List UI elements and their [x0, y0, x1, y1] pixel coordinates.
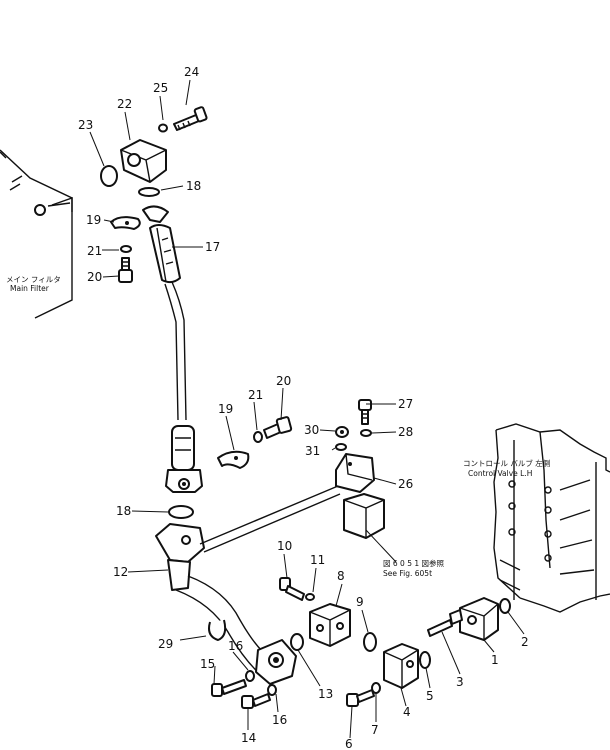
part-15-bolt: [211, 679, 247, 697]
callout-25: 25: [153, 81, 168, 95]
main-filter-label-jp: メイン フィルタ: [6, 275, 61, 284]
part-21-washer-upper: [120, 245, 132, 253]
part-18-o-ring-lower: [168, 505, 194, 519]
see-fig-label: See Fig. 605t: [383, 569, 432, 578]
part-5-o-ring: [419, 651, 431, 669]
callout-19-lower: 19: [218, 402, 233, 416]
callout-14: 14: [241, 731, 256, 745]
part-19-clamp-upper: [110, 216, 141, 230]
callout-29: 29: [158, 637, 173, 651]
see-fig-label-jp: 図 6 0 5 1 図参照: [383, 558, 445, 568]
callout-2: 2: [521, 635, 529, 649]
callout-31: 31: [305, 444, 320, 458]
part-8-flange-block: [309, 603, 351, 647]
callout-18-lower: 18: [116, 504, 131, 518]
callout-6: 6: [345, 737, 353, 750]
control-valve: [493, 423, 610, 613]
part-11-washer: [305, 593, 315, 601]
part-20-bolt-upper: [118, 257, 133, 283]
control-valve-label: Control Valve L.H: [468, 469, 532, 478]
callout-28: 28: [398, 425, 413, 439]
callout-3: 3: [456, 675, 464, 689]
callout-26: 26: [398, 477, 413, 491]
part-24-bolt: [173, 106, 208, 131]
callout-27: 27: [398, 397, 413, 411]
part-22-flange: [120, 139, 167, 183]
callout-12: 12: [113, 565, 128, 579]
callout-13: 13: [318, 687, 333, 701]
part-26-bracket: [335, 453, 385, 539]
part-19-clamp-lower: [217, 450, 250, 469]
part-3-bolt: [427, 609, 463, 637]
callout-22: 22: [117, 97, 132, 111]
part-1-flange: [459, 597, 499, 641]
callout-9: 9: [356, 595, 364, 609]
part-25-washer: [158, 123, 168, 133]
callout-21-lower: 21: [248, 388, 263, 402]
part-16-washer-a: [245, 670, 255, 682]
callout-30: 30: [304, 423, 319, 437]
callout-8: 8: [337, 569, 345, 583]
callout-numbers: 24 25 22 23 18 19 21 20 17 19 21 20 18 1…: [78, 65, 529, 750]
part-13-o-ring: [290, 633, 304, 651]
callout-20-lower: 20: [276, 374, 291, 388]
part-9-o-ring: [363, 632, 377, 652]
part-30-nut: [335, 426, 349, 438]
part-18-o-ring-upper: [138, 187, 160, 197]
part-31-washer: [335, 443, 347, 451]
callout-21-upper: 21: [87, 244, 102, 258]
callout-10: 10: [277, 539, 292, 553]
part-4-flange-block: [383, 643, 419, 689]
part-20-bolt-lower: [263, 416, 293, 439]
callout-16-upper: 16: [228, 639, 243, 653]
part-7-washer: [371, 682, 381, 694]
hose-lower-fitting: [165, 425, 203, 493]
part-28-washer: [360, 429, 372, 437]
callout-16-lower: 16: [272, 713, 287, 727]
main-filter: [0, 149, 73, 319]
part-12-tube: [155, 523, 297, 685]
part-23-o-ring: [100, 165, 118, 187]
part-17-hose: [142, 205, 187, 421]
part-29-clip: [208, 619, 227, 641]
callout-17: 17: [205, 240, 220, 254]
callout-1: 1: [491, 653, 499, 667]
hose-line-to-block: [203, 493, 341, 553]
callout-15: 15: [200, 657, 215, 671]
leader-lines: [89, 79, 525, 739]
part-6-bolt: [346, 689, 375, 707]
callout-7: 7: [371, 723, 379, 737]
callout-19-upper: 19: [86, 213, 101, 227]
control-valve-label-jp: コントロール バルブ 左側: [463, 458, 550, 468]
callout-5: 5: [426, 689, 434, 703]
callout-18-upper: 18: [186, 179, 201, 193]
callout-4: 4: [403, 705, 411, 719]
callout-24: 24: [184, 65, 199, 79]
part-27-bolt: [358, 399, 372, 425]
part-21-washer-lower: [253, 431, 263, 443]
part-14-bolt: [241, 693, 271, 709]
callout-23: 23: [78, 118, 93, 132]
part-10-bolt: [279, 577, 305, 601]
part-16-washer-b: [267, 684, 277, 696]
main-filter-label: Main Filter: [10, 284, 50, 293]
part-2-o-ring: [499, 598, 511, 614]
callout-11: 11: [310, 553, 325, 567]
callout-20-upper: 20: [87, 270, 102, 284]
